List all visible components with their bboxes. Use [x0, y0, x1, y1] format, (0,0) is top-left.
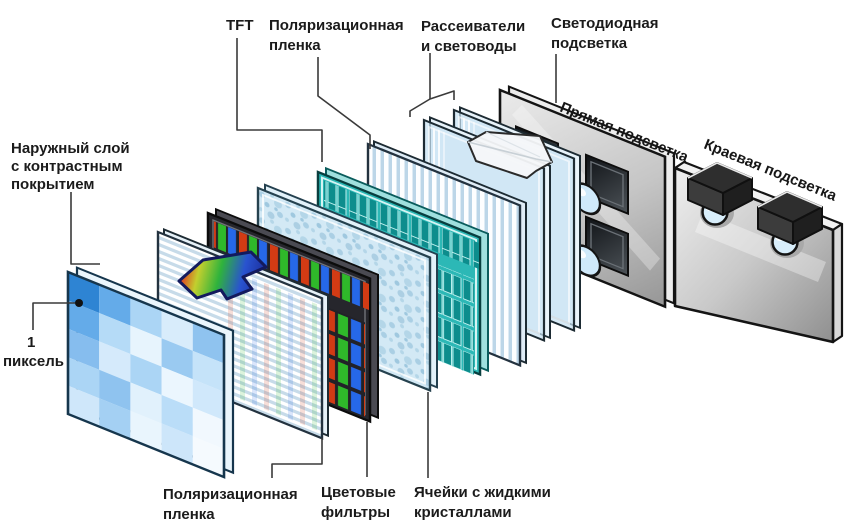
- callout-pixel: [32, 299, 83, 330]
- label-polarizer-top: Поляризационная пленка: [269, 17, 404, 54]
- label-polarizer-top-line1: Поляризационная: [269, 17, 404, 34]
- label-pixel: 1 пиксель: [3, 334, 64, 370]
- light-guide-wedge: [467, 131, 553, 179]
- label-outer-layer: Наружный слой с контрастным покрытием: [11, 140, 130, 193]
- label-tft: TFT: [226, 17, 254, 34]
- label-led-backlight: Светодиодная подсветка: [551, 15, 659, 52]
- label-pixel-number: 1: [27, 334, 35, 351]
- edge-backlight-panel: Краевая подсветка: [673, 136, 844, 344]
- outer-layer-panel: [66, 266, 235, 479]
- label-diffusers: Рассеиватели и световоды: [421, 18, 525, 55]
- callout-outer-layer: [70, 192, 100, 265]
- label-led-backlight-line2: подсветка: [551, 35, 628, 52]
- edge-panel-sheen: [695, 212, 826, 282]
- rainbow-arrow-icon: [177, 250, 268, 301]
- callout-tft: [236, 38, 323, 162]
- callout-diffusers: [409, 53, 455, 117]
- label-lc-cells-line2: кристаллами: [414, 504, 512, 521]
- label-outer-layer-line1: Наружный слой: [11, 140, 130, 157]
- label-polarizer-bottom: Поляризационная пленка: [163, 486, 298, 523]
- edge-led-module: [687, 162, 753, 228]
- edge-panel-side-bevel: [831, 222, 844, 344]
- edge-led-module: [757, 191, 823, 258]
- callout-polarizer-top: [317, 57, 371, 149]
- label-diffusers-line1: Рассеиватели: [421, 18, 525, 35]
- label-color-filters-line1: Цветовые: [321, 484, 396, 501]
- label-lc-cells: Ячейки с жидкими кристаллами: [414, 484, 551, 521]
- label-outer-layer-line3: покрытием: [11, 176, 95, 193]
- label-polarizer-top-line2: пленка: [269, 37, 321, 54]
- label-diffusers-line2: и световоды: [421, 38, 517, 55]
- label-polarizer-bottom-line1: Поляризационная: [163, 486, 298, 503]
- label-color-filters: Цветовые фильтры: [321, 484, 396, 521]
- label-color-filters-line2: фильтры: [321, 504, 390, 521]
- label-lc-cells-line1: Ячейки с жидкими: [414, 484, 551, 501]
- label-pixel-word: пиксель: [3, 353, 64, 370]
- pixel-callout-dot: [75, 299, 83, 307]
- label-outer-layer-line2: с контрастным: [11, 158, 123, 175]
- label-polarizer-bottom-line2: пленка: [163, 506, 215, 523]
- label-led-backlight-line1: Светодиодная: [551, 15, 659, 32]
- callout-polarizer-bottom: [271, 438, 323, 478]
